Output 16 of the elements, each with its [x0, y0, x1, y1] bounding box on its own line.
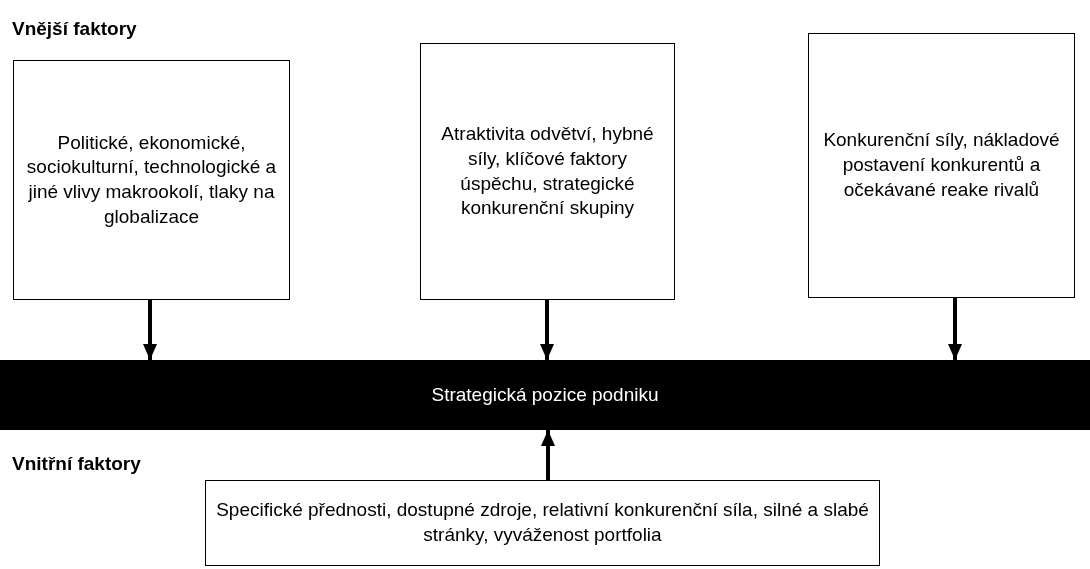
section-heading: Vnitřní faktory	[12, 453, 141, 475]
arrow	[948, 298, 962, 360]
position-bar	[0, 360, 1090, 430]
box-text: Atraktivita odvětví, hybné síly, klíčové faktory úspěchu, strategické konkurenční skupiny	[440, 122, 655, 221]
factor-box	[205, 480, 880, 566]
box-text: Politické, ekonomické, sociokulturní, technologické a jiné vlivy makrookolí, tlaky na globalizace	[25, 130, 278, 229]
box-text: Strategická pozice podniku	[431, 382, 659, 407]
factor-box	[808, 33, 1075, 298]
arrow	[143, 300, 157, 360]
box-text: Specifické přednosti, dostupné zdroje, relativní konkurenční síla, silné a slabé stránky, vyváženost portfolia	[216, 498, 869, 547]
arrow	[541, 430, 555, 480]
box-text: Konkurenční síly, nákladové postavení konkurentů a očekávané reake rivalů	[822, 128, 1061, 202]
section-heading: Vnější faktory	[12, 18, 137, 40]
factor-box	[420, 43, 675, 300]
arrow	[540, 300, 554, 360]
factor-box	[13, 60, 290, 300]
